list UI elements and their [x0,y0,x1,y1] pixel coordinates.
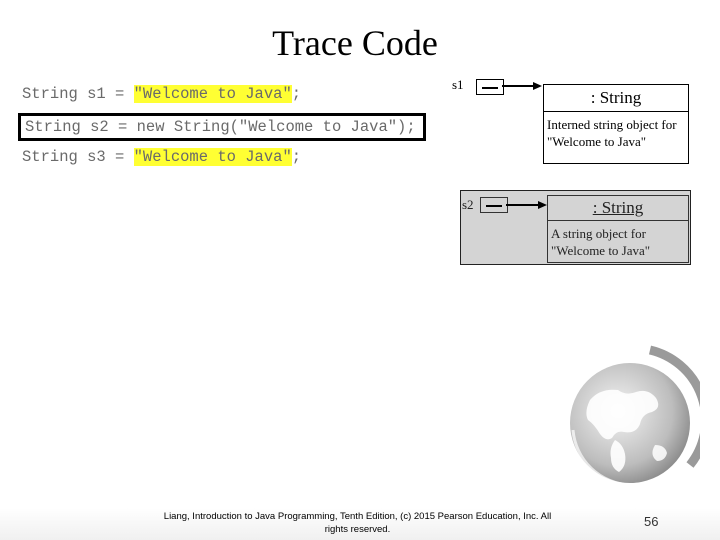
code-line-s3: String s3 = "Welcome to Java"; [22,146,301,168]
slide-title: Trace Code [272,23,438,63]
footer-line: rights reserved. [324,524,391,535]
code-highlight: "Welcome to Java" [133,148,292,166]
code-suffix: ; [291,148,302,166]
footer-copyright: Liang, Introduction to Java Programming,… [145,510,570,536]
ref-variable-box-s1 [476,79,504,95]
code-prefix: String s3 = [22,148,134,166]
code-prefix: String s1 = [22,85,134,103]
code-line-s1: String s1 = "Welcome to Java"; [22,83,301,105]
footer-band [0,508,720,540]
object-body-line: Interned string object for [547,117,677,132]
ref-label-s2: s2 [462,197,474,212]
object-body: Interned string object for "Welcome to J… [547,116,677,150]
reference-arrow-s2 [506,204,539,206]
code-highlight: "Welcome to Java" [133,85,292,103]
string-object-s1: : String Interned string object for "Wel… [543,84,689,164]
arrow-head-icon [538,201,547,209]
object-body: A string object for "Welcome to Java" [551,225,650,259]
page-number: 56 [644,514,659,529]
code-suffix: ; [291,85,302,103]
object-body-line: A string object for [551,226,646,241]
code-line-s2-current: String s2 = new String("Welcome to Java"… [18,113,426,141]
ref-variable-box-s2 [480,197,508,213]
footer-line: Liang, Introduction to Java Programming,… [163,511,552,522]
object-header: : String [548,196,688,221]
globe-icon [570,345,700,487]
object-body-line: "Welcome to Java" [547,134,647,149]
string-object-s2: : String A string object for "Welcome to… [547,195,689,263]
object-body-line: "Welcome to Java" [551,243,651,258]
diagram-s2-panel: s2 : String A string object for "Welcome… [460,190,691,265]
arrow-head-icon [533,82,542,90]
ref-label-s1: s1 [452,77,464,92]
object-header: : String [544,85,688,112]
reference-arrow-s1 [502,85,534,87]
